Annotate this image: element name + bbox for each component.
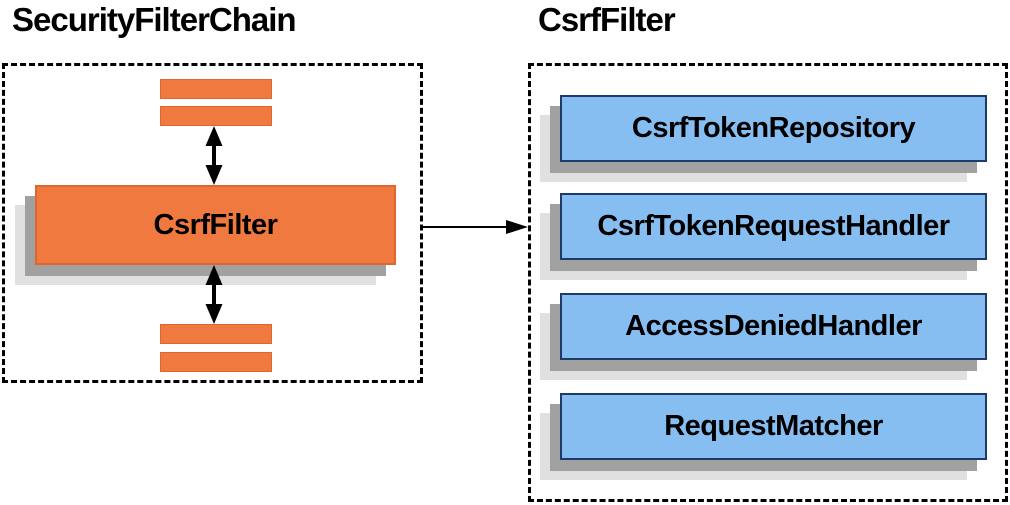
bidirectional-arrow-icon	[205, 265, 223, 324]
component-label: AccessDeniedHandler	[625, 310, 922, 342]
filter-placeholder-bar-bottom-1	[160, 324, 272, 344]
component-label: CsrfTokenRepository	[631, 112, 916, 144]
filter-placeholder-bar-top-2	[160, 106, 272, 126]
csrf-filter-node-label: CsrfFilter	[153, 208, 278, 241]
security-filter-chain-container	[2, 63, 423, 383]
bidirectional-arrow-icon	[205, 126, 223, 185]
flow-arrow-icon	[423, 220, 528, 234]
component-label: CsrfTokenRequestHandler	[597, 210, 950, 242]
security-filter-chain-title: SecurityFilterChain	[12, 1, 297, 38]
csrf-filter-container	[528, 63, 1008, 502]
csrf-filter-title: CsrfFilter	[538, 1, 676, 38]
component-box-csrf-token-repository: CsrfTokenRepository	[560, 95, 987, 162]
csrf-filter-node: CsrfFilter	[35, 185, 396, 265]
component-label: RequestMatcher	[664, 410, 883, 442]
component-box-access-denied-handler: AccessDeniedHandler	[560, 293, 987, 360]
filter-placeholder-bar-top-1	[160, 79, 272, 99]
component-box-request-matcher: RequestMatcher	[560, 393, 987, 460]
component-box-csrf-token-request-handler: CsrfTokenRequestHandler	[560, 193, 987, 260]
filter-placeholder-bar-bottom-2	[160, 352, 272, 372]
